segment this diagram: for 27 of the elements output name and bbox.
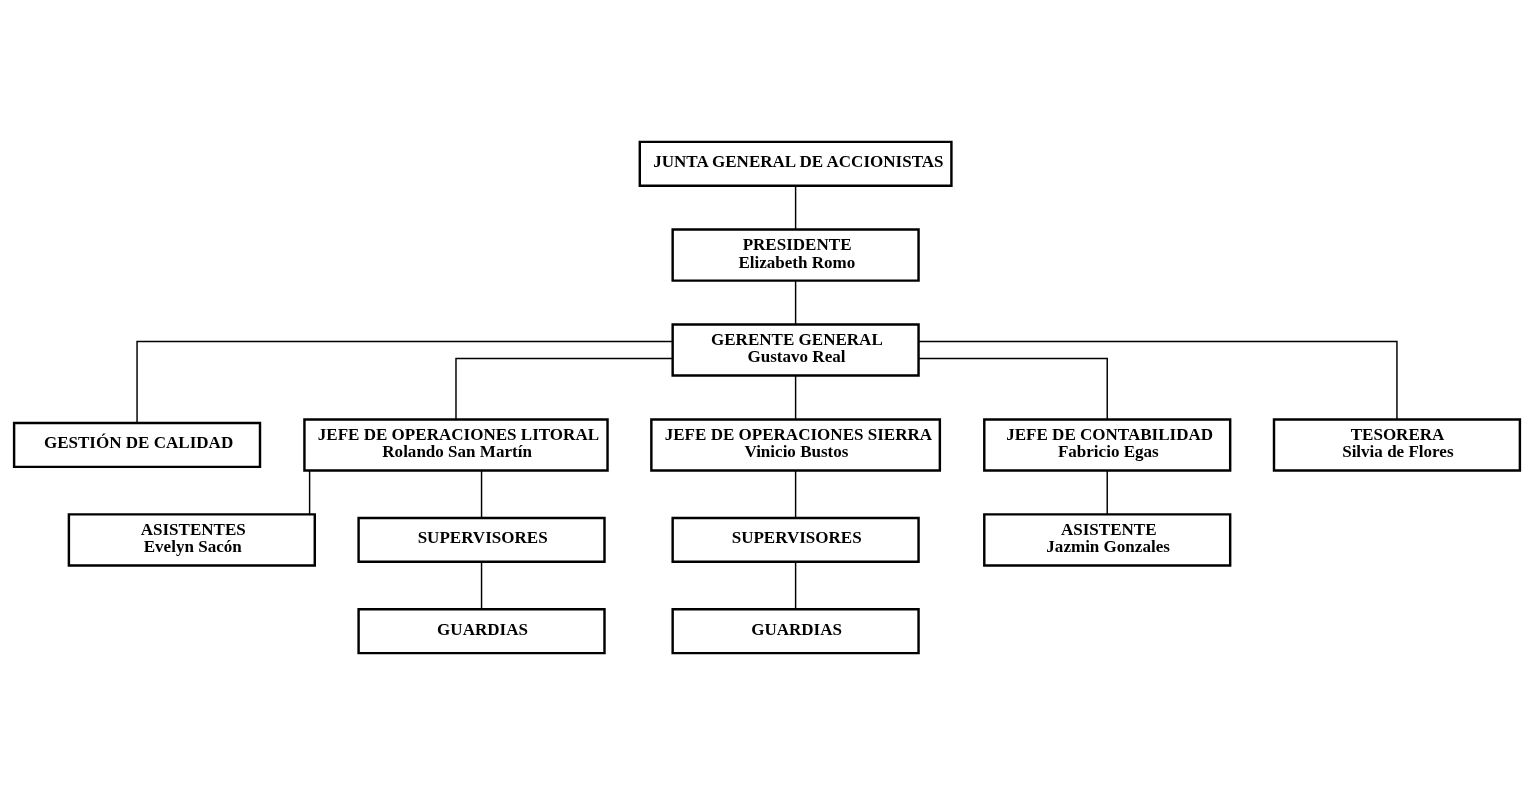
node-box: ASISTENTES Evelyn Sacón [67, 513, 316, 567]
connector [455, 357, 674, 420]
connector [918, 357, 1108, 420]
connector [136, 340, 674, 424]
node-box: JUNTA GENERAL DE ACCIONISTAS [638, 140, 953, 187]
node-box: GESTIÓN DE CALIDAD [12, 421, 262, 469]
node-box: SUPERVISORES [671, 516, 920, 564]
connector [480, 470, 483, 519]
connector [794, 470, 797, 519]
node-box: GUARDIAS [671, 608, 920, 655]
node-box: JEFE DE OPERACIONES SIERRA Vinicio Bustos [650, 418, 942, 472]
connector [794, 375, 797, 421]
node-box: SUPERVISORES [357, 516, 606, 564]
connector [918, 340, 1398, 421]
connector [1106, 470, 1108, 516]
connector [794, 280, 797, 326]
node-box: JEFE DE CONTABILIDAD Fabricio Egas [983, 418, 1232, 472]
connector [794, 561, 797, 610]
connector [794, 185, 797, 230]
node-box: GUARDIAS [357, 608, 606, 655]
node-box: GERENTE GENERAL Gustavo Real [671, 323, 920, 377]
connector [480, 561, 483, 610]
node-box: ASISTENTE Jazmin Gonzales [983, 513, 1232, 567]
node-box: PRESIDENTE Elizabeth Romo [671, 228, 920, 282]
node-box: TESORERA Silvia de Flores [1272, 418, 1522, 472]
connector [308, 470, 311, 516]
node-box: JEFE DE OPERACIONES LITORAL Rolando San Martín [303, 418, 609, 472]
